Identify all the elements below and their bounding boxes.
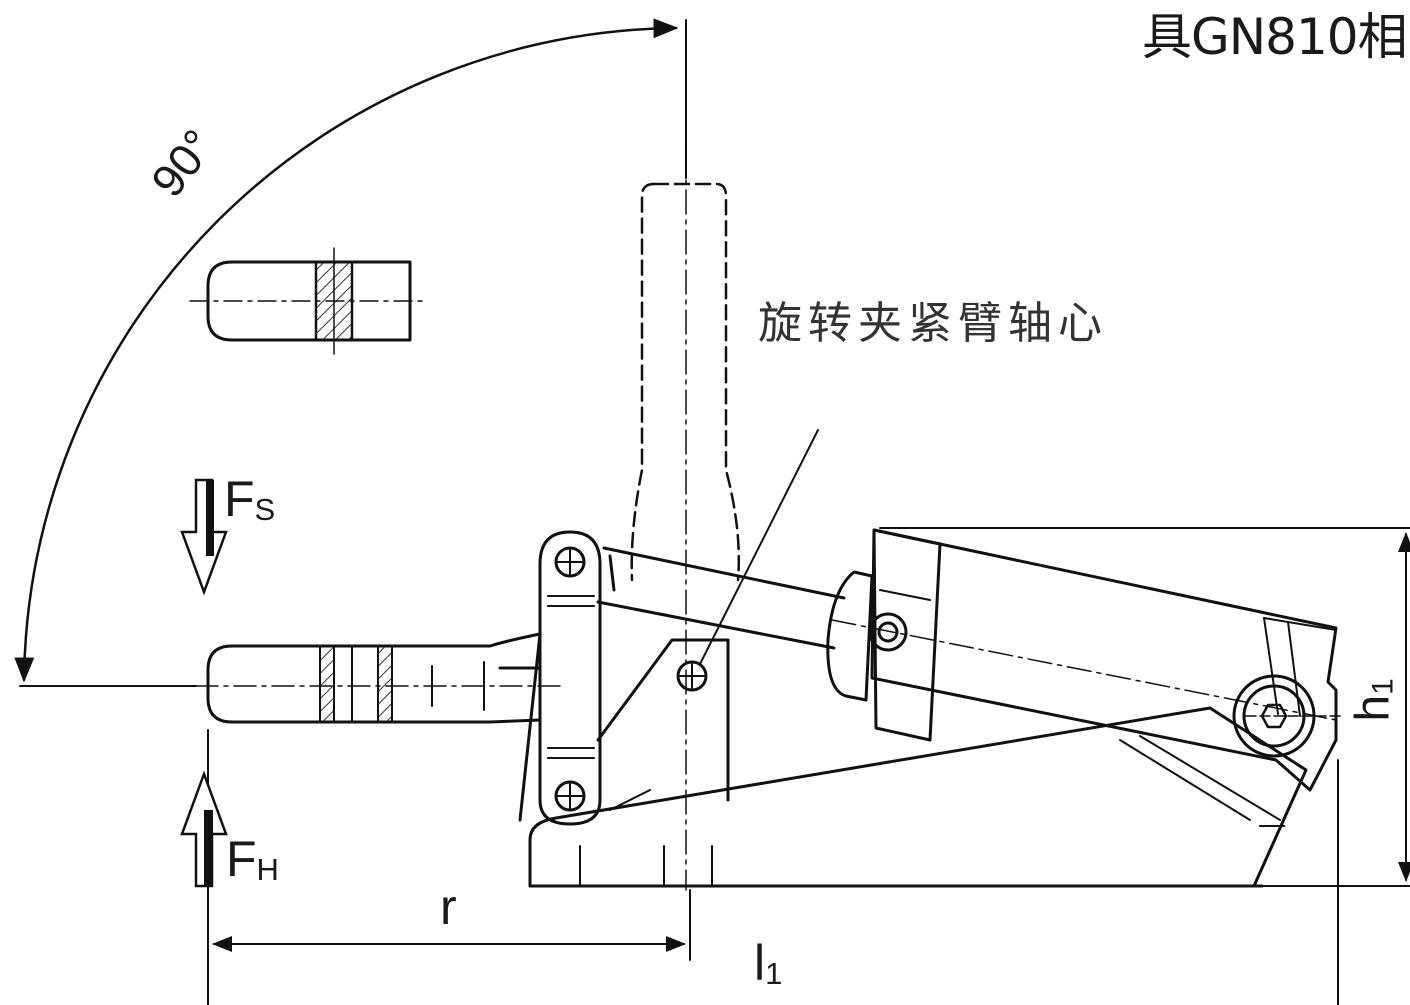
handle-open-position [630,182,741,582]
dimension-h1-label: h1 [1346,678,1400,722]
force-s-label: FS [224,471,276,527]
dimension-h1 [879,527,1410,887]
dimension-l1-label: l1 [754,935,783,991]
pivot-callout-leader [699,429,819,665]
pneumatic-cylinder [826,528,1338,827]
force-h-label: FH [226,831,279,887]
pivot-pin [676,660,708,692]
pivot-callout-label: 旋转夹紧臂轴心 [758,298,1108,349]
vertical-link [538,530,602,826]
plunger-rod [596,546,846,650]
cylinder-centerline [831,619,1337,721]
dimension-r [207,729,691,1005]
toggle-bracket [596,638,730,802]
dimension-r-label: r [440,879,457,935]
handle-section-detail [189,247,429,355]
title-fragment: 具GN810相 [1142,8,1408,66]
force-arrow-h [180,770,228,888]
handle-closed-position [195,632,561,724]
swing-arc [14,18,679,683]
base-plate [528,706,1308,888]
force-arrow-s [180,478,228,596]
